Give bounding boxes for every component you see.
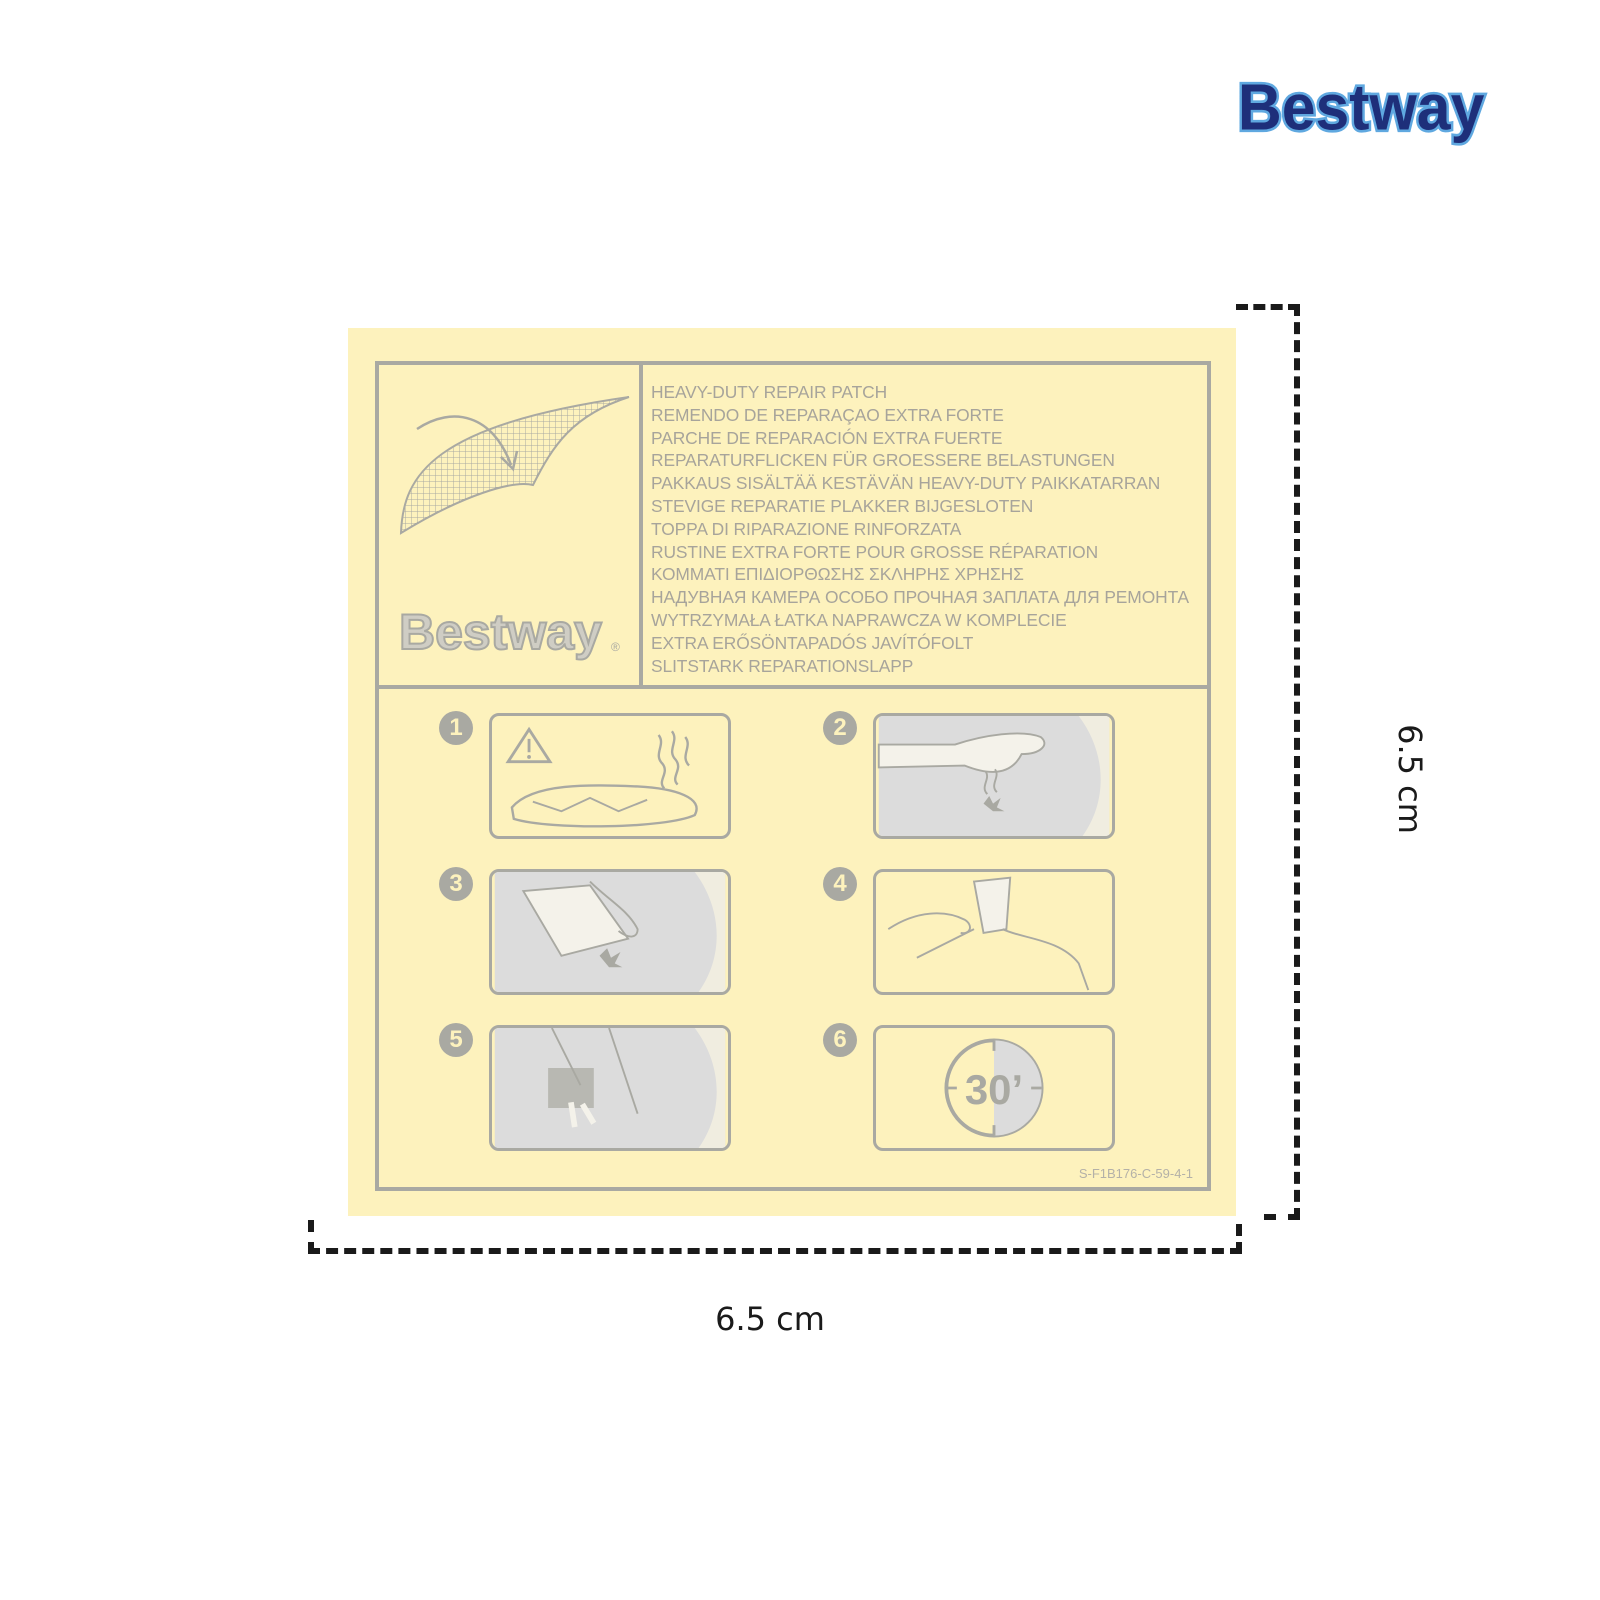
step-2: 2 [823,711,1115,841]
width-dimension-right-tick [1236,1224,1242,1254]
mesh-patch-icon [399,396,630,535]
language-line-fi: PAKKAUS SISÄLTÄÄ KESTÄVÄN HEAVY-DUTY PAI… [651,473,1161,494]
height-dimension-top-tick [1236,304,1300,310]
language-line-de: REPARATURFLICKEN FÜR GROESSERE BELASTUNG… [651,450,1115,471]
product-code: S-F1B176-C-59-4-1 [1078,1166,1193,1181]
step-number-3: 3 [439,867,473,901]
warning-deflate-icon [489,713,731,839]
language-line-hu: EXTRA ERŐSÖNTAPADÓS JAVÍTÓFOLT [651,632,974,653]
step-1: 1 [439,711,731,841]
step-number-1: 1 [439,711,473,745]
height-dimension-line [1294,304,1300,1220]
hand-feel-leak-icon [873,713,1115,839]
language-line-nl: STEVIGE REPARATIE PLAKKER BIJGESLOTEN [651,495,1034,516]
timer-label: 30’ [965,1066,1023,1113]
patch-frame: Bestway ® HEAVY-DUTY REPAIR PATCH REMEND… [375,361,1211,1191]
language-line-es: PARCHE DE REPARACIÓN EXTRA FUERTE [651,427,1003,448]
bestway-logo-text: Bestway [1238,71,1484,143]
header-divider [639,365,643,685]
step-number-5: 5 [439,1023,473,1057]
bestway-logo: Bestway [1235,69,1487,146]
hand-clean-surface-icon [489,869,731,995]
step-6: 6 30’ [823,1023,1115,1153]
repair-patch: Bestway ® HEAVY-DUTY REPAIR PATCH REMEND… [348,328,1236,1216]
width-dimension-label: 6.5 cm [715,1300,825,1338]
language-line-pl: WYTRZYMAŁA ŁATKA NAPRAWCZA W KOMPLECIE [651,609,1067,630]
step-5: 5 [439,1023,731,1153]
language-line-sv: SLITSTARK REPARATIONSLAPP [651,655,914,676]
peel-backing-icon [873,869,1115,995]
press-patch-icon [489,1025,731,1151]
language-list: HEAVY-DUTY REPAIR PATCH REMENDO DE REPAR… [651,381,1211,677]
step-number-6: 6 [823,1023,857,1057]
step-number-4: 4 [823,867,857,901]
step-4: 4 [823,867,1115,997]
language-line-it: TOPPA DI RIPARAZIONE RINFORZATA [651,518,962,539]
language-line-pt: REMENDO DE REPARAÇAO EXTRA FORTE [651,404,1004,425]
patch-bestway-logo: Bestway ® [398,603,620,661]
language-line-en: HEAVY-DUTY REPAIR PATCH [651,382,888,402]
registered-mark: ® [611,640,620,654]
step-3: 3 [439,867,731,997]
language-line-el: ΚΟΜΜΑΤΙ ΕΠΙΔΙΟΡΘΩΣΗΣ ΣΚΛΗΡΗΣ ΧΡΗΣΗΣ [651,564,1024,585]
step-number-2: 2 [823,711,857,745]
patch-logo-text: Bestway [399,604,602,660]
height-dimension-bottom-tick [1264,1214,1300,1220]
clock-30-icon: 30’ [873,1025,1115,1151]
language-line-fr: RUSTINE EXTRA FORTE POUR GROSSE RÉPARATI… [651,541,1099,562]
height-dimension-label: 6.5 cm [1391,724,1429,834]
patch-header: Bestway ® HEAVY-DUTY REPAIR PATCH REMEND… [379,365,1207,689]
width-dimension-line [308,1248,1242,1254]
width-dimension-left-tick [308,1220,314,1254]
language-line-ru: НАДУВНАЯ КАМЕРА ОСОБО ПРОЧНАЯ ЗАПЛАТА ДЛ… [651,587,1190,608]
